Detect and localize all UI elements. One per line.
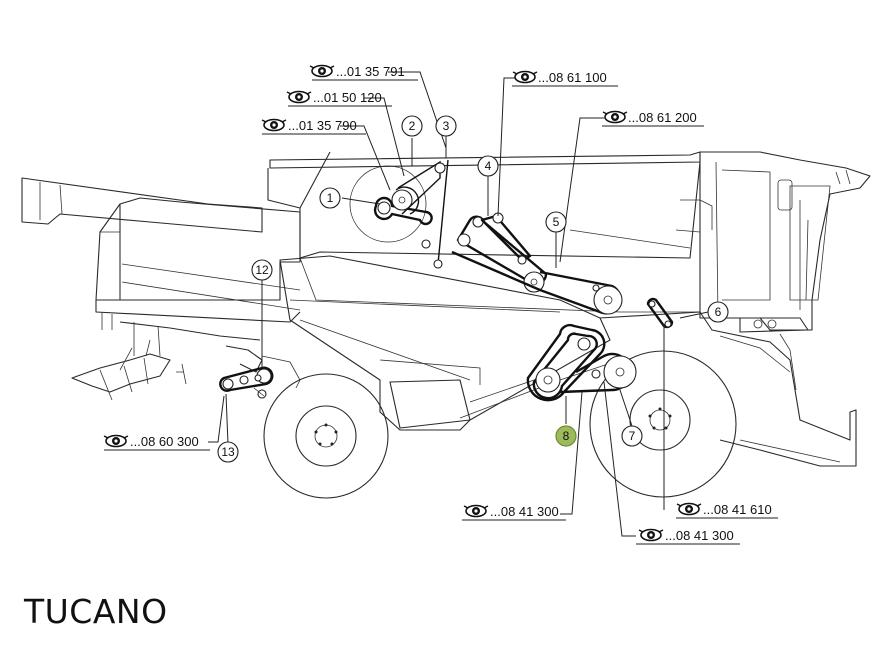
svg-text:3: 3 — [443, 119, 450, 133]
svg-text:4: 4 — [485, 159, 492, 173]
callout-5[interactable]: 5 — [545, 211, 567, 233]
eye-icon — [676, 502, 702, 516]
reference-08-41-610: ...08 41 610 — [676, 502, 778, 519]
callout-13[interactable]: 13 — [217, 441, 239, 463]
svg-text:...01 35 790: ...01 35 790 — [288, 118, 357, 133]
svg-text:13: 13 — [221, 445, 235, 459]
svg-text:...08 41 300: ...08 41 300 — [490, 504, 559, 519]
callout-8[interactable]: 8 — [555, 425, 577, 447]
reference-08-41-300-b: ...08 41 300 — [636, 528, 740, 545]
svg-text:...08 61 100: ...08 61 100 — [538, 70, 607, 85]
eye-icon — [463, 504, 489, 518]
svg-text:...08 41 300: ...08 41 300 — [665, 528, 734, 543]
svg-text:2: 2 — [409, 119, 416, 133]
eye-icon — [309, 64, 335, 78]
eye-icon — [286, 90, 312, 104]
combine-outline — [21, 151, 871, 467]
reference-01-35-791: ...01 35 791 — [309, 64, 418, 81]
svg-text:...08 61 200: ...08 61 200 — [628, 110, 697, 125]
eye-icon — [638, 528, 664, 542]
svg-text:...01 50 120: ...01 50 120 — [313, 90, 382, 105]
reference-08-61-100: ...08 61 100 — [512, 70, 618, 87]
reference-01-35-790: ...01 35 790 — [261, 118, 366, 135]
svg-text:7: 7 — [629, 429, 636, 443]
front-wheel — [263, 373, 389, 499]
callout-6[interactable]: 6 — [707, 301, 729, 323]
svg-text:1: 1 — [327, 191, 334, 205]
eye-icon — [512, 70, 538, 84]
callout-4[interactable]: 4 — [477, 155, 499, 177]
belt-drives — [219, 159, 674, 402]
reference-labels: ...01 35 791 ...01 50 120 ...01 35 790 .… — [103, 64, 778, 545]
reference-08-41-300-a: ...08 41 300 — [462, 504, 566, 521]
eye-icon — [602, 110, 628, 124]
callout-3[interactable]: 3 — [435, 115, 457, 137]
reference-01-50-120: ...01 50 120 — [286, 90, 392, 107]
model-title: TUCANO — [24, 592, 168, 631]
svg-text:...08 41 610: ...08 41 610 — [703, 502, 772, 517]
leader-lines — [208, 71, 709, 537]
eye-icon — [261, 118, 287, 132]
callout-1[interactable]: 1 — [319, 187, 341, 209]
callout-12[interactable]: 12 — [251, 259, 273, 281]
svg-text:6: 6 — [715, 305, 722, 319]
reference-08-61-200: ...08 61 200 — [602, 110, 704, 127]
svg-text:...08 60 300: ...08 60 300 — [130, 434, 199, 449]
eye-icon — [103, 434, 129, 448]
svg-text:8: 8 — [563, 429, 570, 443]
svg-text:5: 5 — [553, 215, 560, 229]
svg-text:12: 12 — [255, 263, 269, 277]
callout-2[interactable]: 2 — [401, 115, 423, 137]
svg-text:...01 35 791: ...01 35 791 — [336, 64, 405, 79]
reference-08-60-300: ...08 60 300 — [103, 434, 210, 451]
callout-7[interactable]: 7 — [621, 425, 643, 447]
callouts: 1 2 3 4 5 6 7 8 — [217, 115, 729, 463]
